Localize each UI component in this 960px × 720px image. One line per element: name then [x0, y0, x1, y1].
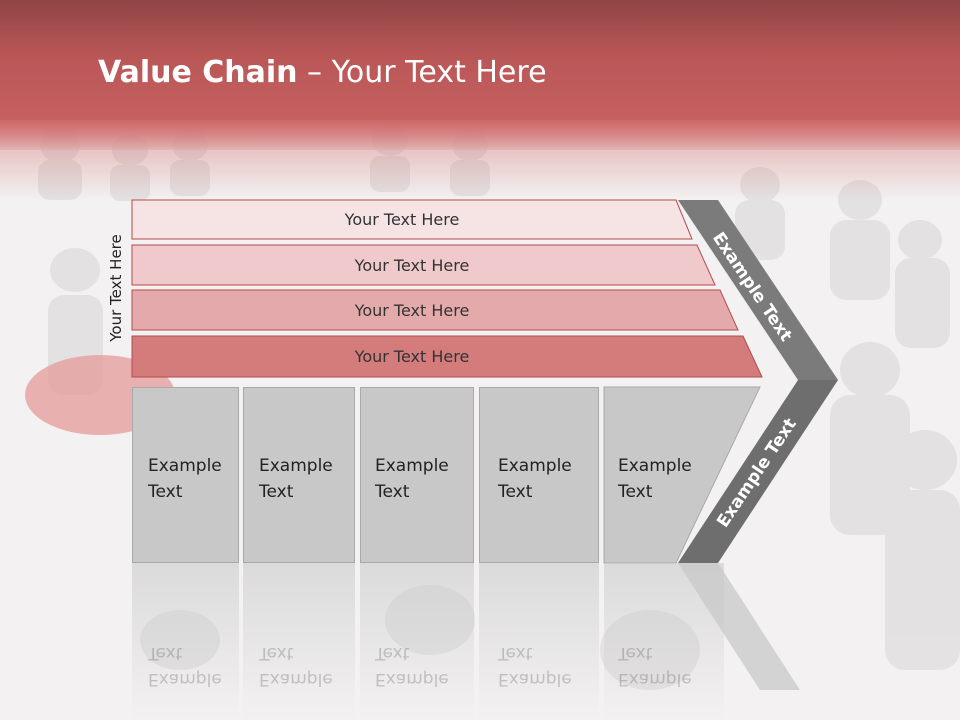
column-3-reflection-line1: Example — [375, 669, 449, 689]
column-1-line2: Text — [148, 482, 183, 502]
column-3-reflection-text: Example Text — [375, 640, 449, 692]
column-1-reflection-line1: Example — [148, 669, 222, 689]
column-2-reflection-line2: Text — [259, 643, 294, 663]
column-2-reflection-text: Example Text — [259, 640, 333, 692]
column-2 — [243, 387, 355, 563]
band-4: Your Text Here — [132, 337, 712, 375]
column-1-line1: Example — [148, 456, 222, 476]
column-3-reflection-line2: Text — [375, 643, 410, 663]
column-4-reflection-line1: Example — [498, 669, 572, 689]
column-3-line1: Example — [375, 456, 449, 476]
band-1: Your Text Here — [132, 200, 692, 238]
column-4-line2: Text — [498, 482, 533, 502]
slide-title-bold: Value Chain — [98, 55, 298, 90]
band-2-label: Your Text Here — [354, 255, 470, 275]
band-3-label: Your Text Here — [354, 300, 470, 320]
column-3-line2: Text — [375, 482, 410, 502]
column-4-reflection-line2: Text — [498, 643, 533, 663]
slide-title-rest: – Your Text Here — [297, 55, 547, 90]
column-5-reflection-line1: Example — [618, 669, 692, 689]
column-5-reflection-line2: Text — [618, 643, 653, 663]
arrow-lower — [678, 380, 838, 563]
column-1-reflection — [132, 563, 239, 720]
column-1-reflection-line2: Text — [148, 643, 183, 663]
column-5-line1: Example — [618, 456, 692, 476]
column-3-reflection — [360, 563, 474, 720]
column-4-line1: Example — [498, 456, 572, 476]
column-4 — [479, 387, 599, 563]
slide-title: Value Chain – Your Text Here — [98, 55, 547, 90]
band-1-shape — [131, 199, 693, 240]
band-1-label: Your Text Here — [344, 209, 460, 229]
column-3 — [360, 387, 474, 563]
band-2: Your Text Here — [132, 246, 712, 284]
band-4-label: Your Text Here — [354, 346, 470, 366]
column-1-reflection-text: Example Text — [148, 640, 222, 692]
column-2-reflection — [243, 563, 355, 720]
column-5-reflection-text: Example Text — [618, 640, 692, 692]
title-band-fade — [0, 120, 960, 200]
column-1 — [132, 387, 239, 563]
band-3-shape — [131, 289, 739, 331]
band-2-shape — [131, 244, 716, 286]
column-4-reflection — [479, 563, 599, 720]
column-5-line2: Text — [618, 482, 653, 502]
column-5-reflection — [604, 563, 724, 720]
column-2-line2: Text — [259, 482, 294, 502]
column-2-reflection-line1: Example — [259, 669, 333, 689]
band-3: Your Text Here — [132, 291, 712, 329]
column-4-reflection-text: Example Text — [498, 640, 572, 692]
arrow-upper — [678, 200, 838, 380]
column-2-line1: Example — [259, 456, 333, 476]
band-4-shape — [131, 335, 763, 378]
